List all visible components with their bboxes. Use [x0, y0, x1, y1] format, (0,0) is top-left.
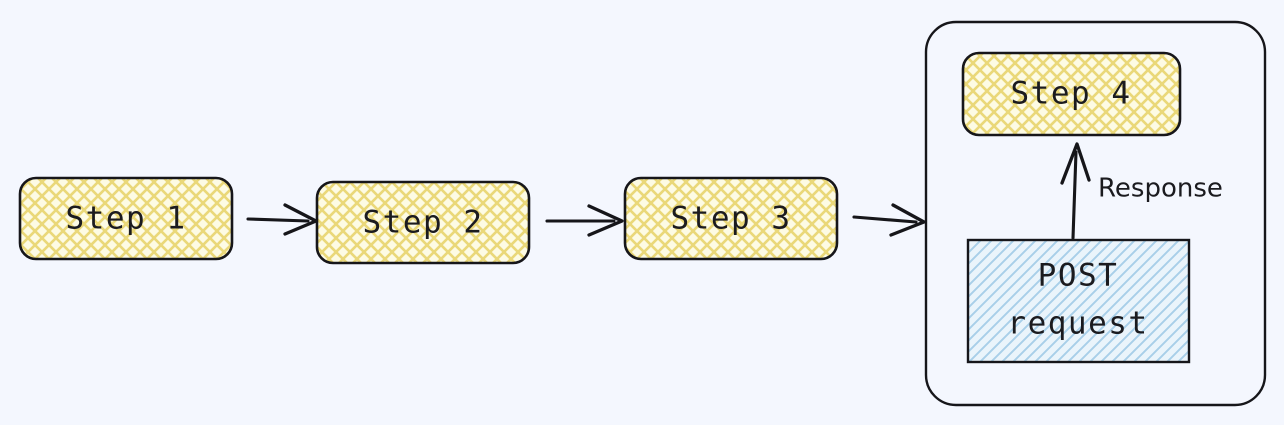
- edge-step2-step3: [545, 204, 624, 237]
- node-post-request[interactable]: POST request: [966, 238, 1191, 364]
- node-step4-label: Step 4: [1011, 76, 1132, 112]
- node-post-request-label-line1: POST: [1038, 258, 1119, 294]
- edge-step3-group-arrowhead: [889, 203, 926, 237]
- node-step4-shape[interactable]: [961, 51, 1182, 137]
- node-step1-label: Step 1: [66, 201, 187, 237]
- node-post-request-label-line2: request: [1007, 306, 1148, 342]
- edge-post-request-step4-arrowhead: [1060, 142, 1091, 185]
- edge-response-label: Response: [1098, 174, 1223, 204]
- edge-step1-step2-line: [246, 217, 310, 223]
- node-step2[interactable]: Step 2: [315, 180, 531, 265]
- edge-step2-step3-arrowhead: [587, 204, 624, 237]
- edge-step3-group: [852, 203, 926, 237]
- node-step1[interactable]: Step 1: [18, 176, 234, 261]
- edge-step1-step2-arrowhead: [283, 203, 318, 236]
- node-post-request-shape[interactable]: [966, 238, 1191, 364]
- edge-step3-group-line: [852, 215, 918, 224]
- node-step2-shape[interactable]: [315, 180, 531, 265]
- cluster-border: [924, 20, 1267, 407]
- node-step3-label: Step 3: [671, 201, 792, 237]
- edge-post-request-step4: Response: [1060, 142, 1223, 240]
- node-step3-shape[interactable]: [623, 176, 839, 261]
- node-step3[interactable]: Step 3: [623, 176, 839, 261]
- edge-post-request-step4-line: [1071, 150, 1078, 240]
- cluster-group-container: [924, 20, 1267, 407]
- node-step1-shape[interactable]: [18, 176, 234, 261]
- edge-step1-step2: [246, 203, 318, 236]
- node-step2-label: Step 2: [363, 205, 484, 241]
- node-step4[interactable]: Step 4: [961, 51, 1182, 137]
